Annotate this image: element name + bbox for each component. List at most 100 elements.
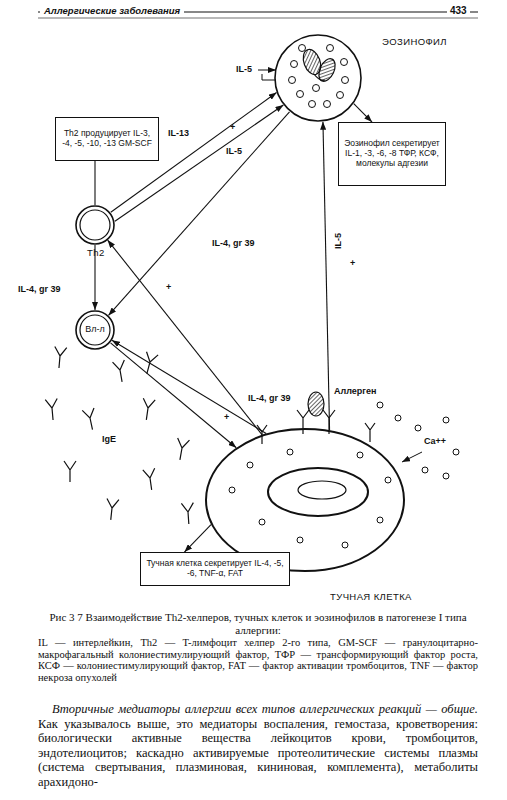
granule <box>259 519 265 525</box>
figure-caption: Рис 3 7 Взаимодействие Th2-хелперов, туч… <box>38 611 478 636</box>
mast-cell: ТУЧНАЯ КЛЕТКА <box>205 428 405 572</box>
edge-label: IL-13 <box>168 128 189 138</box>
box-text: Тучная клетка секретирует IL-4, -5, -6, … <box>144 559 286 579</box>
granule <box>385 477 391 483</box>
signal-arrow <box>354 104 372 122</box>
box-text: Th2 продуцирует IL-3, -4, -5, -10, -13 G… <box>59 129 155 149</box>
antibody-symbol <box>140 398 155 420</box>
granule <box>415 425 421 431</box>
body-paragraph: Вторичные медиаторы аллергии всех типов … <box>38 702 478 789</box>
antibody-symbol <box>141 352 158 375</box>
signal-arrow <box>323 122 330 430</box>
stimulation-sign: + <box>230 122 235 132</box>
antibody-symbol <box>105 498 119 520</box>
body-sentence: Как указывалось выше, это медиаторы восп… <box>38 717 478 789</box>
antibody-symbol <box>82 408 98 431</box>
stimulation-sign: + <box>224 412 229 422</box>
th2-cell: Th2 <box>75 205 115 245</box>
cell-outline <box>205 428 405 572</box>
granule <box>377 402 383 408</box>
granule <box>297 91 304 98</box>
box-text: Эозинофил секретирует IL-1, -3, -6, -8 Т… <box>342 139 442 168</box>
autocrine-arrow <box>258 70 276 71</box>
nucleus-bridge <box>314 74 325 80</box>
signal-arrow <box>184 525 211 552</box>
running-head: Аллергические заболевания <box>40 5 184 16</box>
granule <box>395 415 401 421</box>
cell-membrane <box>76 311 114 349</box>
granule <box>342 77 349 84</box>
cytokine-label: IL-5 <box>236 64 252 74</box>
mast-nucleus <box>268 468 368 516</box>
granule <box>229 487 235 493</box>
granule <box>337 92 344 99</box>
granule <box>453 449 459 455</box>
granule <box>287 449 293 455</box>
page-number: 433 <box>447 5 470 16</box>
edge-label: IL-4, gr 39 <box>18 284 61 294</box>
granule <box>297 537 303 543</box>
ion-label: Ca++ <box>424 436 446 446</box>
cell-label: Вл-л <box>75 324 115 334</box>
mast-nucleolus <box>298 481 346 499</box>
granule <box>443 417 449 423</box>
ige-receptor <box>297 410 309 434</box>
cell-inner-ring <box>80 210 110 240</box>
cell-outline <box>75 205 115 245</box>
secretion-box: Эозинофил секретирует IL-1, -3, -6, -8 Т… <box>338 122 446 186</box>
granule <box>377 517 383 523</box>
cell-membrane <box>76 206 114 244</box>
granule <box>291 61 298 68</box>
granule-group <box>229 402 459 548</box>
signal-arrow <box>111 343 237 448</box>
autocrine-arrow <box>262 74 276 80</box>
header-rule <box>38 18 478 19</box>
antibody-label: IgE <box>102 434 116 444</box>
allergen-symbol <box>308 392 324 416</box>
b-lymphocyte: Вл-л <box>75 310 115 350</box>
cell-label: ЭОЗИНОФИЛ <box>382 36 447 47</box>
ige-receptor <box>365 423 375 442</box>
antibody-symbol <box>53 347 67 369</box>
cell-label: Th2 <box>87 247 105 258</box>
secretion-box: Тучная клетка секретирует IL-4, -5, -6, … <box>140 552 290 586</box>
stimulation-sign: + <box>350 258 355 268</box>
antibody-symbol <box>181 503 194 525</box>
antibody-symbol <box>143 468 158 490</box>
cell-outline <box>274 34 362 122</box>
granule <box>443 473 449 479</box>
eosinophil-cell: ЭОЗИНОФИЛ <box>274 34 362 122</box>
abbreviation-list: IL — интерлейкин, Th2 — T-лимфоцит хелпе… <box>38 637 478 683</box>
edge-label: IL-4, gr 39 <box>248 393 291 403</box>
cell-membrane <box>275 35 361 121</box>
edge-label: IL-5 <box>226 146 242 156</box>
secretion-box: Th2 продуцирует IL-3, -4, -5, -10, -13 G… <box>55 117 159 161</box>
granule <box>324 101 331 108</box>
granule <box>327 45 334 52</box>
signal-arrow <box>108 240 263 435</box>
body-sentence: Вторичные медиаторы аллергии всех типов … <box>52 702 478 716</box>
granule <box>313 85 320 92</box>
edge-label: IL-4, gr 39 <box>212 238 255 248</box>
allergen-label: Аллерген <box>334 386 377 396</box>
granule <box>341 59 348 66</box>
granule <box>342 542 348 548</box>
signal-arrow <box>112 340 266 433</box>
granule <box>357 452 363 458</box>
signal-arrow <box>94 161 95 205</box>
antibody-symbol <box>174 438 189 461</box>
cell-membrane <box>206 429 404 571</box>
ige-group <box>45 347 195 525</box>
granule <box>247 462 253 468</box>
antibody-symbol <box>64 461 76 482</box>
granule <box>289 77 296 84</box>
granule <box>422 467 428 473</box>
granule-group <box>289 45 349 108</box>
calcium-arrow <box>402 452 422 462</box>
granule <box>299 45 306 52</box>
granule <box>309 101 316 108</box>
stimulation-sign: + <box>166 282 171 292</box>
antibody-symbol <box>113 360 128 383</box>
antibody-symbol <box>45 399 59 421</box>
